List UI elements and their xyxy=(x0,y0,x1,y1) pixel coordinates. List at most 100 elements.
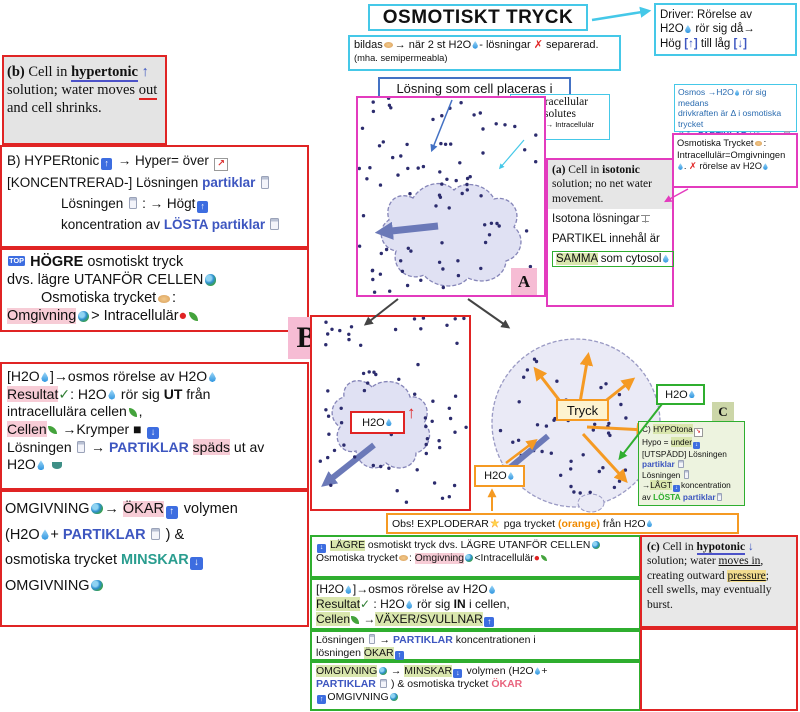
salt-icon xyxy=(678,459,684,469)
solute-dots xyxy=(358,98,538,294)
salt-icon xyxy=(380,678,387,689)
drop-icon xyxy=(489,585,496,594)
drop-icon xyxy=(41,529,49,540)
title-text: OSMOTISKT TRYCK xyxy=(382,6,574,28)
up-icon xyxy=(394,651,404,661)
drop-icon xyxy=(406,600,413,609)
h2o-label: H2O xyxy=(484,470,515,482)
earth-icon xyxy=(389,693,399,702)
hypotonic-quote-box: (c) Cell in hypotonic ↓solution; water m… xyxy=(640,535,798,628)
hands-icon xyxy=(157,294,171,303)
isotonic-cell-diagram xyxy=(356,96,546,297)
drop-icon xyxy=(41,372,49,383)
earth-icon xyxy=(78,310,90,322)
salt-icon xyxy=(270,218,279,231)
down-icon xyxy=(190,557,203,570)
plant-icon xyxy=(189,312,198,322)
lower-pressure-note: LÄGRE osmotiskt tryck dvs. LÄGRE UTANFÖR… xyxy=(310,535,641,578)
hands-icon xyxy=(399,555,408,562)
surroundings-decrease-text: OMGIVNING → MINSKAR volymen (H2O+PARTIKL… xyxy=(316,665,635,705)
down-icon xyxy=(147,426,160,439)
h2o-green-box: H2O xyxy=(656,384,705,405)
hands-icon xyxy=(754,141,763,147)
up-icon xyxy=(317,695,327,705)
label-a-text: A xyxy=(517,271,531,291)
drop-icon xyxy=(689,390,695,399)
hypertonic-definition-text: B) HYPERtonic → Hyper= över [KONCENTRERA… xyxy=(7,153,302,234)
earth-icon xyxy=(591,540,600,550)
earth-icon xyxy=(378,666,387,676)
chartdown-icon xyxy=(693,427,703,437)
drop-icon xyxy=(662,254,669,263)
plant-icon xyxy=(48,425,57,435)
salt-icon xyxy=(77,440,86,454)
plant-icon xyxy=(541,555,548,562)
surroundings-increase-note: OMGIVNING→ ÖKAR volymen(H2O+ PARTIKLAR )… xyxy=(0,490,309,627)
h2o-label: H2O xyxy=(665,389,696,401)
drop-icon xyxy=(386,418,392,427)
drop-icon xyxy=(472,40,478,49)
cell-bulge xyxy=(577,493,605,513)
solute-dots xyxy=(318,317,468,504)
lower-pressure-text: LÄGRE osmotiskt tryck dvs. LÄGRE UTANFÖR… xyxy=(316,540,635,566)
hypertonic-textbook-quote: (b) Cell in hypertonic ↑solution; water … xyxy=(2,55,167,145)
down-icon xyxy=(693,441,701,449)
plant-icon xyxy=(128,408,137,417)
diagram-title: OSMOTISKT TRYCK xyxy=(368,4,588,31)
salt-icon xyxy=(683,470,690,479)
hands-icon xyxy=(384,42,394,49)
drop-icon xyxy=(208,372,216,383)
drop-icon xyxy=(678,163,683,170)
osmotic-pressure-isotonic-note: Osmotiska Trycket:Intracellulär=Omgivnin… xyxy=(672,133,798,188)
chartup-icon xyxy=(214,157,228,171)
water-flow-arrow xyxy=(321,442,376,487)
plant-icon xyxy=(351,616,359,624)
intracellular-line2: solutes xyxy=(544,108,576,120)
up-icon xyxy=(196,201,209,213)
arrow-title-to-driver xyxy=(591,6,652,22)
up-arrow-red: ↑ xyxy=(407,403,416,422)
pressure-label-box: Tryck xyxy=(556,399,609,421)
salt-icon xyxy=(716,492,723,501)
drop-icon xyxy=(534,667,541,675)
drop-icon xyxy=(345,585,352,594)
section-label-a: A xyxy=(511,268,537,295)
salt-icon xyxy=(368,634,376,645)
pressure-label: Tryck xyxy=(566,402,599,418)
salt-icon xyxy=(260,176,269,189)
top-icon xyxy=(7,255,26,267)
label-c-text: C xyxy=(718,403,728,419)
earth-icon xyxy=(465,553,474,562)
down-icon xyxy=(672,484,680,492)
up-icon xyxy=(100,158,113,170)
scales-icon xyxy=(640,215,651,223)
tea-icon xyxy=(51,462,62,470)
boom-icon xyxy=(490,518,500,528)
hypertonic-quote-text: (b) Cell in hypertonic ↑solution; water … xyxy=(7,64,158,117)
drop-icon xyxy=(685,25,691,34)
up-icon xyxy=(484,617,495,628)
osmotic-pressure-isotonic-text: Osmotiska Trycket:Intracellulär=Omgivnin… xyxy=(677,138,786,172)
hypotonic-definition-note: C) HYPOtonaHypo = under[UTSPÄDD] Lösning… xyxy=(638,421,745,506)
h2o-orange-box: H2O xyxy=(474,465,525,487)
isotonic-cell-svg xyxy=(358,98,538,294)
hypotonic-quote-text: (c) Cell in hypotonic ↓solution; water m… xyxy=(647,541,772,611)
section-label-c: C xyxy=(712,402,734,421)
drop-icon xyxy=(108,389,116,400)
down-icon xyxy=(453,669,463,678)
explode-warning-note: Obs! EXPLODERAR pga trycket (orange) frå… xyxy=(386,513,739,534)
hypertonic-definition-note: B) HYPERtonic → Hyper= över [KONCENTRERA… xyxy=(0,145,309,248)
surroundings-increase-text: OMGIVNING→ ÖKAR volymen(H2O+ PARTIKLAR )… xyxy=(5,500,304,595)
earth-icon xyxy=(91,503,103,515)
